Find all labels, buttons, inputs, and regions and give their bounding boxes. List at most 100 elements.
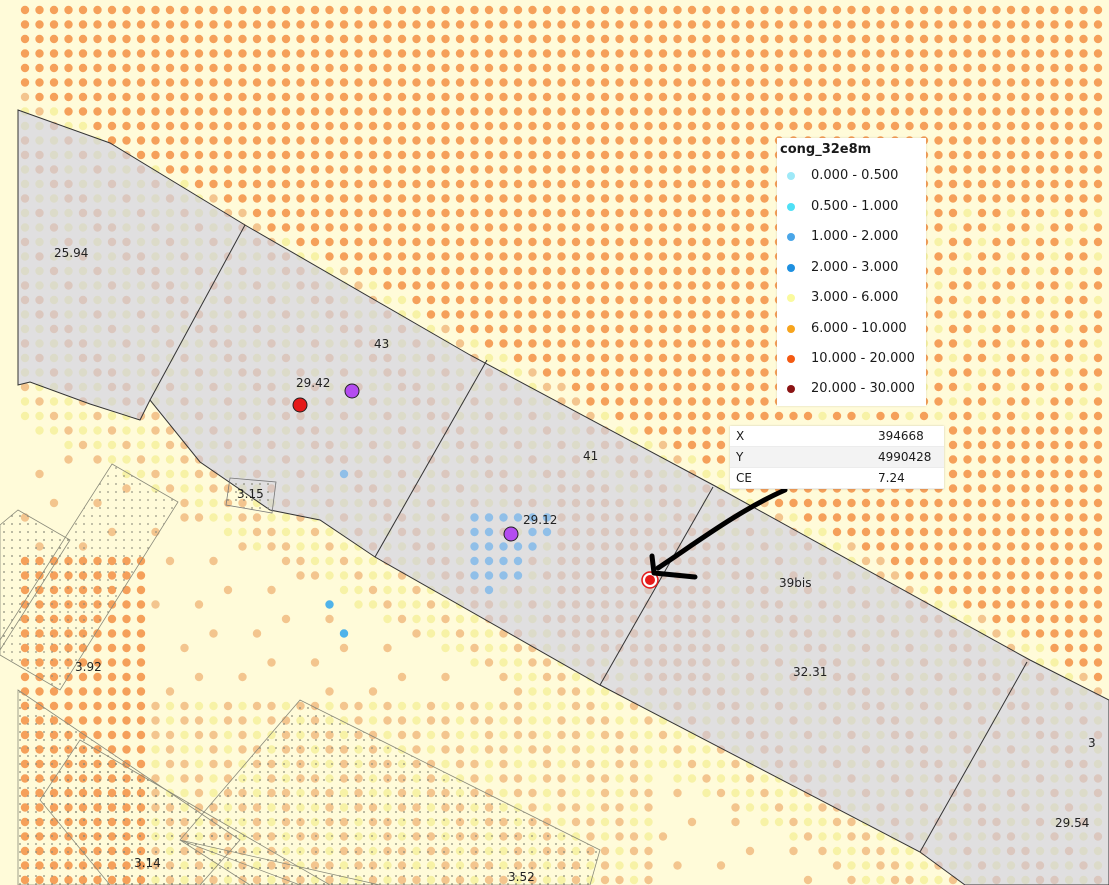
raster-dot (281, 49, 291, 58)
raster-dot (919, 498, 929, 508)
raster-dot (905, 107, 914, 116)
raster-dot (977, 382, 987, 392)
raster-dot (760, 194, 769, 203)
raster-dot (296, 63, 305, 73)
raster-dot (934, 179, 943, 189)
raster-dot (426, 208, 436, 218)
raster-dot (934, 324, 943, 334)
raster-dot (557, 266, 566, 276)
raster-dot (934, 498, 943, 508)
raster-dot (992, 165, 1001, 174)
raster-dot (542, 745, 552, 754)
raster-dot (992, 600, 1001, 609)
raster-dot (1006, 107, 1016, 116)
raster-dot (412, 295, 421, 305)
raster-dot (412, 614, 421, 624)
raster-dot (615, 179, 624, 189)
raster-dot (1021, 440, 1030, 450)
raster-dot (818, 92, 827, 102)
raster-dot (629, 150, 639, 160)
selected-point[interactable] (643, 573, 657, 587)
raster-dot (296, 78, 305, 87)
raster-dot (977, 426, 987, 435)
raster-dot (876, 498, 885, 508)
raster-dot (992, 237, 1001, 247)
raster-dot (354, 716, 363, 725)
raster-dot (412, 310, 421, 319)
raster-dot (586, 281, 595, 290)
raster-dot (876, 63, 885, 73)
raster-dot (252, 629, 262, 638)
raster-dot (847, 411, 856, 421)
raster-dot (600, 774, 610, 783)
raster-dot (600, 397, 610, 406)
raster-dot (499, 150, 508, 160)
raster-dot (426, 745, 436, 754)
raster-dot (267, 658, 276, 667)
raster-dot (586, 121, 595, 131)
raster-dot (745, 20, 755, 29)
raster-dot (1079, 397, 1088, 406)
raster-dot (223, 745, 233, 754)
raster-dot (180, 20, 189, 29)
sample-point-red[interactable] (292, 397, 308, 413)
raster-dot (731, 281, 740, 290)
raster-dot (368, 252, 378, 261)
raster-dot (470, 107, 479, 116)
raster-dot (919, 411, 929, 421)
raster-dot (992, 194, 1001, 203)
raster-dot (35, 5, 44, 15)
raster-dot (441, 295, 450, 305)
raster-dot (455, 34, 465, 44)
raster-dot (1050, 194, 1059, 203)
raster-dot (165, 701, 175, 711)
raster-dot (992, 295, 1001, 305)
raster-dot (296, 20, 305, 29)
raster-dot (963, 63, 972, 73)
raster-dot (890, 107, 900, 116)
raster-dot (209, 78, 218, 87)
raster-dot (774, 803, 784, 812)
raster-dot (586, 223, 595, 232)
raster-dot (948, 368, 958, 377)
raster-dot (629, 875, 639, 885)
raster-dot (977, 34, 987, 44)
raster-dot (557, 817, 566, 827)
raster-dot (397, 34, 407, 44)
raster-dot (571, 281, 581, 290)
raster-dot (368, 92, 378, 102)
raster-dot (716, 63, 726, 73)
raster-dot (586, 5, 595, 15)
raster-dot (412, 136, 421, 145)
raster-dot (252, 513, 262, 522)
raster-dot (571, 730, 581, 740)
raster-dot (934, 585, 943, 595)
raster-dot (339, 136, 349, 145)
raster-dot (412, 730, 421, 740)
raster-dot (1021, 78, 1030, 87)
raster-dot (499, 165, 508, 174)
raster-dot (354, 150, 363, 160)
raster-dot (992, 324, 1001, 334)
raster-dot (600, 121, 610, 131)
sample-point-purple[interactable] (503, 526, 519, 542)
raster-dot (1035, 484, 1045, 493)
raster-dot (209, 759, 218, 769)
raster-dot (397, 121, 407, 131)
raster-dot (1035, 411, 1045, 421)
raster-dot (1079, 368, 1088, 377)
sample-point-purple[interactable] (344, 383, 360, 399)
raster-dot (339, 701, 349, 711)
raster-dot (412, 223, 421, 232)
raster-dot (557, 672, 566, 682)
raster-dot (484, 5, 494, 15)
raster-dot (571, 150, 581, 160)
raster-dot (890, 571, 900, 580)
raster-dot (716, 49, 726, 58)
raster-dot (1064, 223, 1074, 232)
raster-dot (354, 252, 363, 261)
raster-dot (78, 5, 88, 15)
raster-dot (658, 20, 668, 29)
raster-dot (948, 78, 958, 87)
raster-dot (209, 107, 218, 116)
